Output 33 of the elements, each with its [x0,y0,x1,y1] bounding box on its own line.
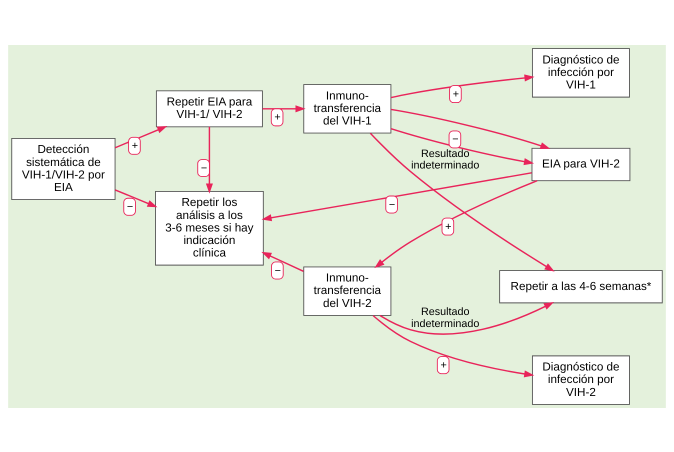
edge-label: Resultado indeterminado [411,306,480,330]
arrow [262,104,306,112]
arrow [114,188,158,207]
node-box: Diagnóstico de infección por VIH-2 [532,354,630,404]
node-box: EIA para VIH-2 [532,147,630,181]
arrow [261,251,304,272]
node-box: Diagnóstico de infección por VIH-1 [532,48,630,98]
edge-label: + [445,220,452,232]
arrow [374,180,538,268]
node-box: Repetir a las 4-6 semanas* [499,270,663,303]
edge-label: − [452,133,459,146]
node-box: Inmuno- transferencia del VIH-2 [303,266,392,316]
arrow [206,126,213,194]
edge-label: − [126,200,134,213]
edge-label: + [440,358,447,371]
edge-label: − [274,264,281,276]
node-box: Repetir los análisis a los 3-6 meses si hay indicación clínica [155,190,264,266]
node-box: Detección sistemática de VIH-1/VIH-2 por EIA [11,138,116,200]
arrow [262,172,532,221]
arrow [370,132,555,272]
edge-label: + [132,140,138,152]
arrow [390,74,535,98]
edge-label: + [274,111,281,124]
edge-label: Resultado indeterminado [411,147,480,172]
edge-label: − [388,198,396,210]
edge-label: + [452,88,460,100]
node-box: Repetir EIA para VIH-1/ VIH-2 [156,90,263,127]
arrow [114,126,168,148]
arrow [390,128,534,165]
arrow [380,301,554,334]
node-box: Inmuno- transferencia del VIH-1 [303,84,392,133]
arrow [372,314,534,377]
edge-label: − [200,162,208,174]
